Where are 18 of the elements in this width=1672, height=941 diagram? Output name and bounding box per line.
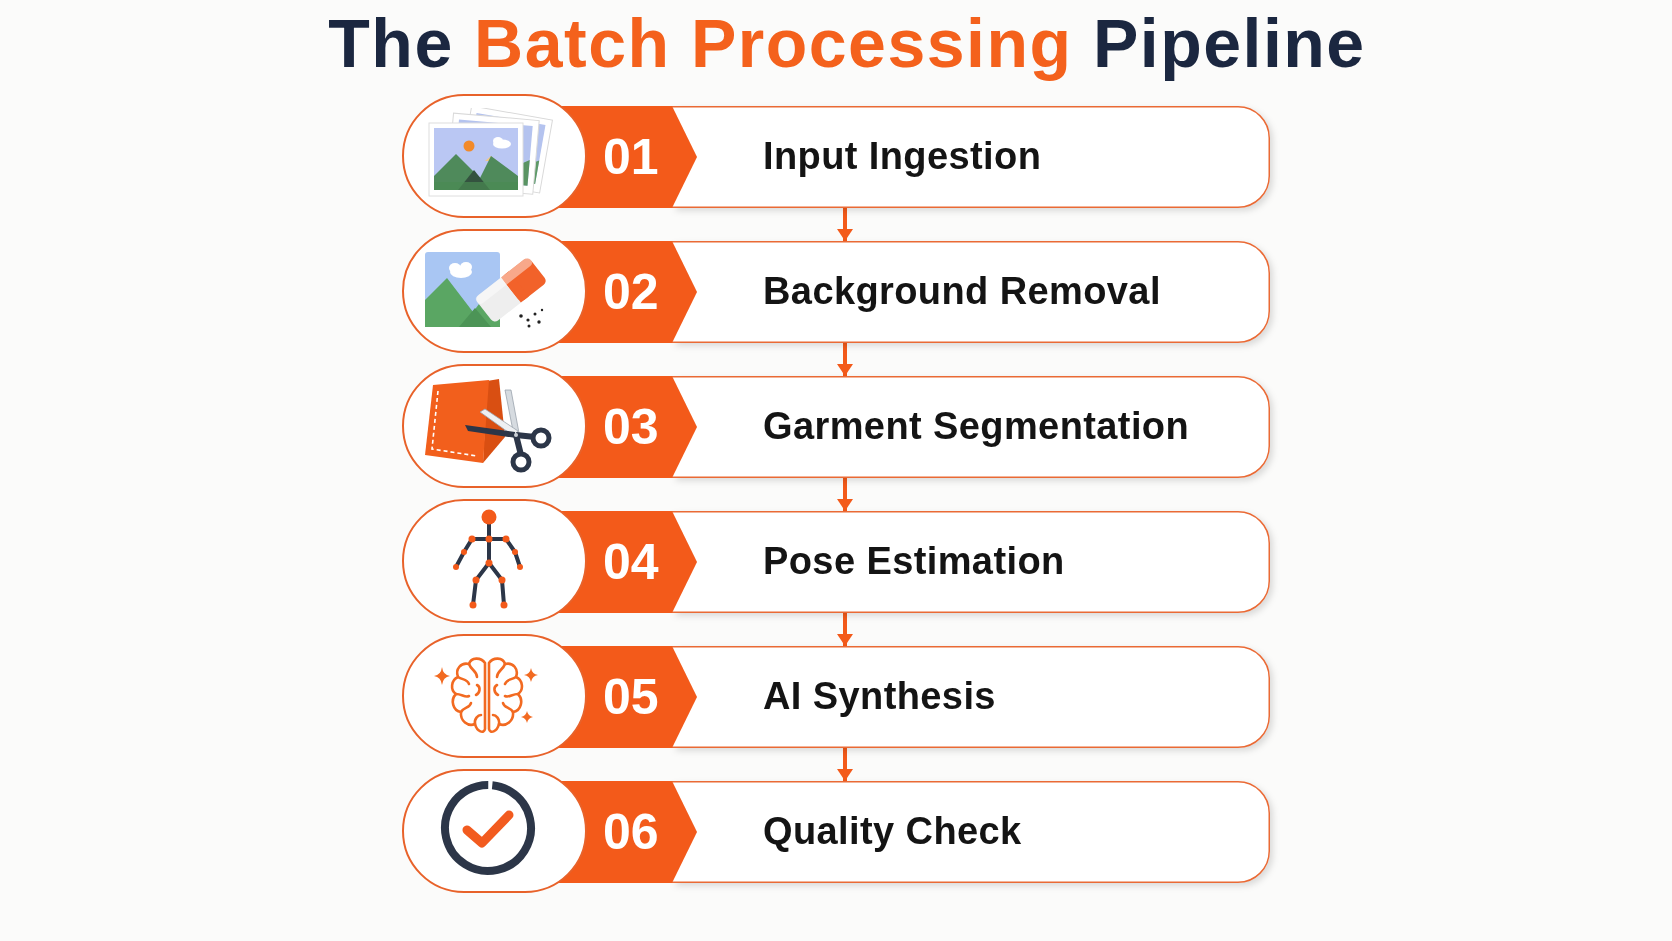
arrow bbox=[837, 748, 853, 781]
step-label: AI Synthesis bbox=[763, 676, 996, 718]
number-tab: 03 bbox=[587, 376, 697, 478]
arrow bbox=[837, 343, 853, 376]
number-tab: 02 bbox=[587, 241, 697, 343]
arrow bbox=[837, 208, 853, 241]
arrow bbox=[837, 613, 853, 646]
step-label: Background Removal bbox=[763, 271, 1161, 313]
number-tab: 01 bbox=[587, 106, 697, 208]
number-tab: 04 bbox=[587, 511, 697, 613]
step-label: Garment Segmentation bbox=[763, 406, 1190, 448]
step-label: Input Ingestion bbox=[763, 136, 1042, 178]
number-tab: 05 bbox=[587, 646, 697, 748]
step-label: Quality Check bbox=[763, 811, 1022, 853]
title: The Batch Processing Pipeline bbox=[328, 6, 1366, 81]
step-label: Pose Estimation bbox=[763, 541, 1065, 583]
number-tab: 06 bbox=[587, 781, 697, 883]
arrow bbox=[837, 478, 853, 511]
